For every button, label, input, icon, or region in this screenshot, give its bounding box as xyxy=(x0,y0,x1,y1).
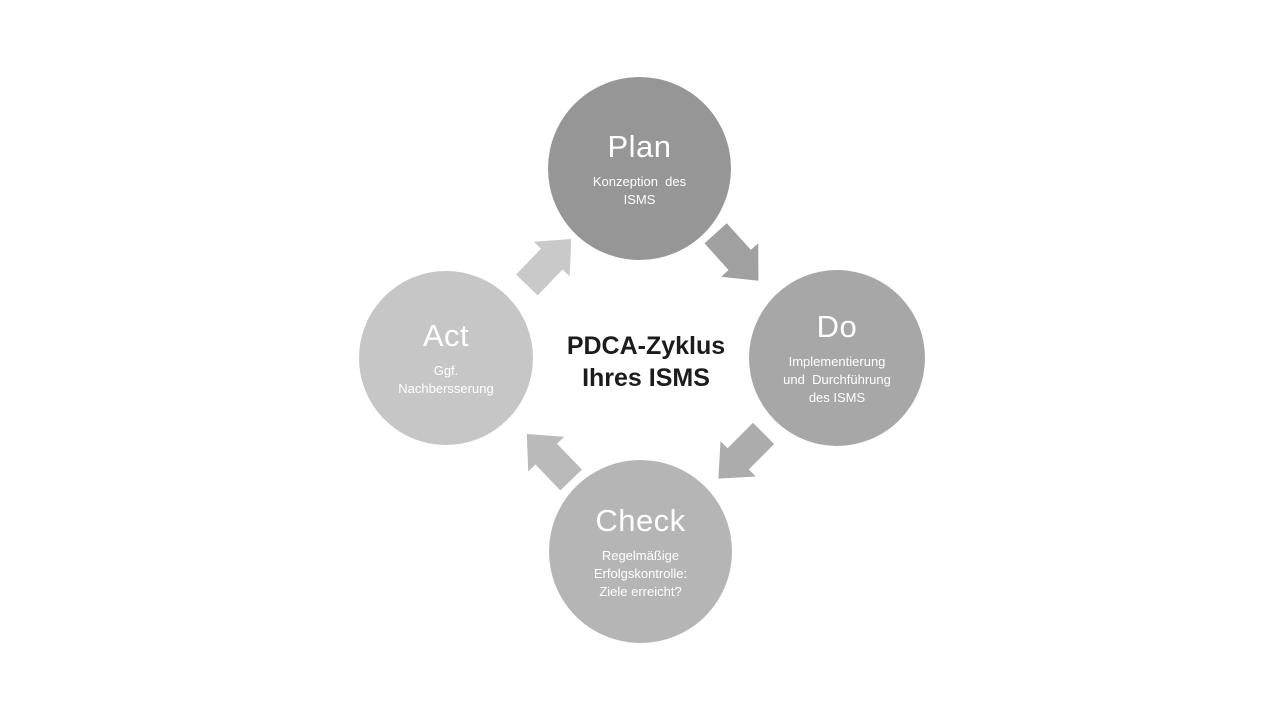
act-circle: Act Ggf. Nachbersserung xyxy=(359,271,533,445)
plan-label: Plan xyxy=(607,128,672,164)
diagram-title-line1: PDCA-Zyklus xyxy=(566,332,726,360)
diagram-title-line2: Ihres ISMS xyxy=(582,364,710,392)
check-label: Check xyxy=(595,502,686,538)
act-label: Act xyxy=(422,318,470,353)
plan-circle: Plan Konzeption des ISMS xyxy=(548,77,731,260)
arrow-do-to-check-shape xyxy=(718,422,775,479)
arrow-act-to-plan-icon xyxy=(515,238,572,296)
arrow-check-to-act-shape xyxy=(526,433,583,491)
act-description: Ggf. Nachbersserung xyxy=(398,363,494,396)
check-description: Regelmäßige Erfolgskontrolle: Ziele erre… xyxy=(593,547,688,599)
arrow-plan-to-do-icon xyxy=(704,223,759,281)
arrow-check-to-act-icon xyxy=(526,433,583,491)
do-circle: Do Implementierung und Durchführung des … xyxy=(749,270,925,446)
do-label: Do xyxy=(816,309,858,344)
arrow-plan-to-do-shape xyxy=(704,223,759,281)
do-description: Implementierung und Durchführung des ISM… xyxy=(783,354,891,405)
arrow-do-to-check-icon xyxy=(718,422,775,479)
arrow-act-to-plan-shape xyxy=(515,238,572,296)
plan-description: Konzeption des ISMS xyxy=(592,173,687,207)
diagram-title: PDCA-Zyklus Ihres ISMS xyxy=(567,330,725,394)
check-circle: Check Regelmäßige Erfolgskontrolle: Ziel… xyxy=(549,460,732,643)
